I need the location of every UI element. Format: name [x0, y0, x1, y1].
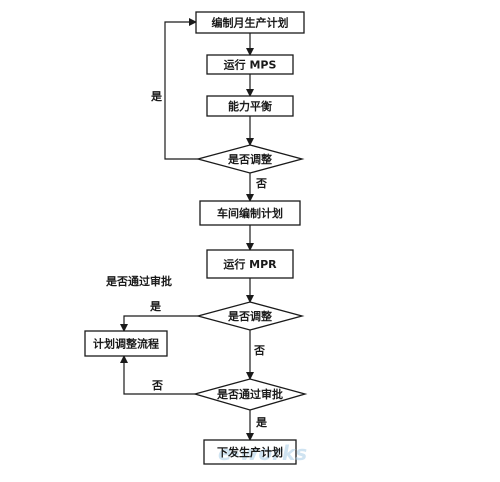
node-adjust-q1-label: 是否调整 — [227, 152, 272, 166]
label-q2-no: 否 — [253, 344, 265, 357]
node-issue-plan-label: 下发生产计划 — [217, 445, 283, 459]
node-approve-q: 是否通过审批 — [192, 378, 308, 411]
edge-q1-yes-loop — [164, 18, 198, 160]
node-adjust-q2: 是否调整 — [195, 301, 305, 331]
node-issue-plan: e-works 下发生产计划 — [203, 439, 307, 465]
label-approve-no: 否 — [151, 379, 163, 392]
node-adjust-q2-label: 是否调整 — [227, 309, 272, 323]
node-run-mpr: 运行 MPR — [206, 249, 294, 279]
label-q1-no: 否 — [255, 177, 267, 190]
node-adjust-q1: 是否调整 — [195, 144, 305, 174]
edge-q2-yes-to-adjust — [120, 315, 198, 332]
node-approve-q-label: 是否通过审批 — [216, 387, 283, 401]
label-loop-yes: 是 — [150, 90, 163, 103]
edge-approve-no-to-adjust — [120, 355, 195, 395]
node-workshop: 车间编制计划 — [199, 200, 301, 226]
label-approve-yes: 是 — [255, 416, 268, 429]
node-run-mpr-label: 运行 MPR — [223, 257, 277, 271]
node-workshop-label: 车间编制计划 — [217, 206, 283, 220]
node-capacity: 能力平衡 — [206, 95, 294, 117]
node-run-mps-label: 运行 MPS — [224, 58, 277, 72]
label-q2-yes: 是 — [149, 300, 162, 313]
watermark-logo: e-works — [218, 441, 307, 465]
node-adjust-flow-label: 计划调整流程 — [93, 337, 159, 351]
node-run-mps: 运行 MPS — [206, 54, 294, 75]
node-make-plan-label: 编制月生产计划 — [212, 16, 289, 30]
connectors — [120, 18, 254, 441]
node-make-plan: 编制月生产计划 — [195, 11, 305, 34]
node-adjust-flow: 计划调整流程 — [84, 330, 168, 357]
node-capacity-label: 能力平衡 — [228, 99, 272, 113]
label-approval-note: 是否通过审批 — [105, 274, 172, 288]
